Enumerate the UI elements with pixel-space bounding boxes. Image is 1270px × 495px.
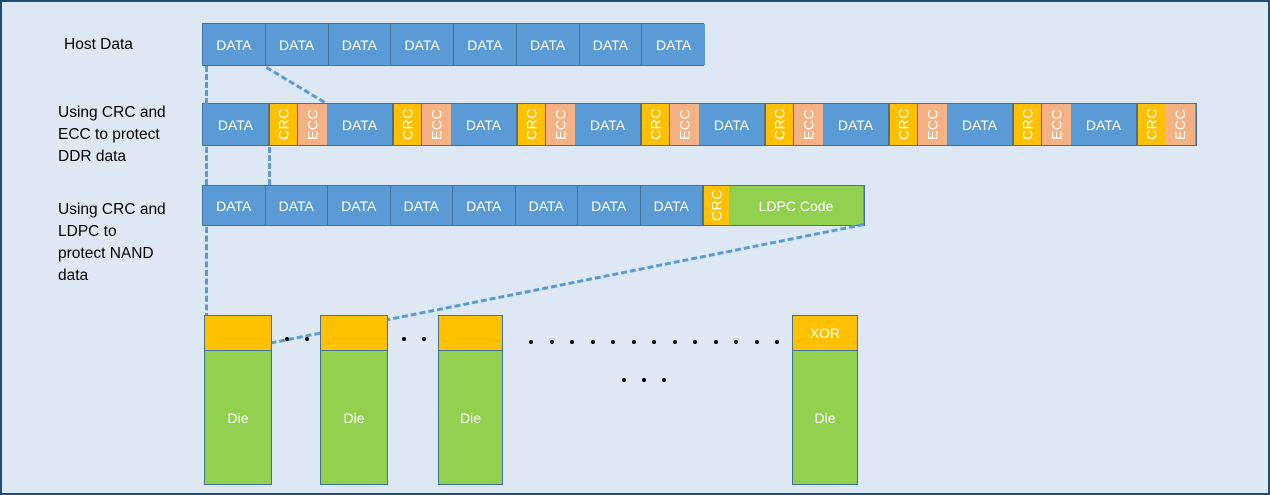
- dash-nand-left-vertical: [205, 227, 208, 319]
- ddr-data-cell: DATA: [203, 104, 269, 145]
- ddr-ecc-cell: ECC: [545, 104, 575, 145]
- host-data-cell: DATA: [579, 24, 643, 65]
- dash-host-left-vertical: [205, 66, 208, 104]
- nand-data-cell: DATA: [453, 186, 516, 225]
- ddr-ecc-cell: ECC: [793, 104, 823, 145]
- nand-data-cell: DATA: [640, 186, 703, 225]
- host-data-cell: DATA: [328, 24, 392, 65]
- dash-host-expand-diagonal: [265, 66, 326, 104]
- die-column-3: Die: [438, 315, 503, 485]
- nand-data-cell: DATA: [203, 186, 266, 225]
- nand-data-cell: DATA: [328, 186, 391, 225]
- die-column-xor: XOR Die: [792, 315, 858, 485]
- ddr-data-cell: DATA: [1071, 104, 1137, 145]
- ddr-data-cell: DATA: [823, 104, 889, 145]
- ddr-data-cell: DATA: [575, 104, 641, 145]
- dash-ddr-left-vertical: [205, 147, 208, 185]
- row-nand-protected: DATA DATA DATA DATA DATA DATA DATA DATA …: [202, 185, 865, 226]
- ddr-data-cell: DATA: [699, 104, 765, 145]
- die-body-block: Die: [438, 350, 503, 485]
- die-ellipsis-long: [529, 340, 800, 344]
- ddr-crc-cell: CRC: [765, 104, 793, 145]
- die-ellipsis-lower: [622, 378, 666, 382]
- ddr-crc-cell: CRC: [1013, 104, 1041, 145]
- ddr-data-cell: DATA: [451, 104, 517, 145]
- host-data-cell: DATA: [642, 24, 705, 65]
- ddr-crc-cell: CRC: [889, 104, 917, 145]
- host-data-cell: DATA: [391, 24, 454, 65]
- ddr-ecc-cell: ECC: [421, 104, 451, 145]
- die-body-block: Die: [204, 350, 272, 485]
- row-host-data: DATA DATA DATA DATA DATA DATA DATA DATA: [202, 23, 705, 66]
- nand-data-cell: DATA: [515, 186, 578, 225]
- dash-ddr-group-vertical: [268, 147, 271, 185]
- die-column-2: Die: [320, 315, 388, 485]
- ddr-crc-cell: CRC: [393, 104, 421, 145]
- ddr-ecc-cell: ECC: [669, 104, 699, 145]
- ddr-crc-cell: CRC: [641, 104, 669, 145]
- ddr-ecc-cell: ECC: [917, 104, 947, 145]
- die-top-block: [438, 315, 503, 351]
- nand-data-cell: DATA: [578, 186, 641, 225]
- die-top-block: [204, 315, 272, 351]
- row-ddr-protected: DATA CRC ECC DATA CRC ECC DATA CRC ECC D…: [202, 103, 1197, 146]
- ddr-ecc-cell: ECC: [297, 104, 327, 145]
- nand-ldpc-cell: LDPC Code: [729, 186, 863, 225]
- host-data-cell: DATA: [516, 24, 580, 65]
- die-body-block: Die: [792, 350, 858, 485]
- label-nand-protect: Using CRC and LDPC to protect NAND data: [58, 201, 166, 284]
- ddr-data-cell: DATA: [947, 104, 1013, 145]
- die-column-1: Die: [204, 315, 272, 485]
- nand-data-cell: DATA: [265, 186, 328, 225]
- host-data-cell: DATA: [203, 24, 266, 65]
- ddr-crc-cell: CRC: [269, 104, 297, 145]
- die-top-block: [320, 315, 388, 351]
- ddr-crc-cell: CRC: [517, 104, 545, 145]
- ddr-data-cell: DATA: [327, 104, 393, 145]
- nand-data-cell: DATA: [390, 186, 453, 225]
- nand-crc-cell: CRC: [703, 186, 729, 225]
- die-body-block: Die: [320, 350, 388, 485]
- host-data-cell: DATA: [265, 24, 329, 65]
- label-host-data: Host Data: [64, 36, 133, 53]
- host-data-cell: DATA: [454, 24, 517, 65]
- label-ddr-protect: Using CRC and ECC to protect DDR data: [58, 104, 166, 165]
- ddr-ecc-cell: ECC: [1165, 104, 1195, 145]
- xor-top-block: XOR: [792, 315, 858, 351]
- ddr-ecc-cell: ECC: [1041, 104, 1071, 145]
- ddr-crc-cell: CRC: [1137, 104, 1165, 145]
